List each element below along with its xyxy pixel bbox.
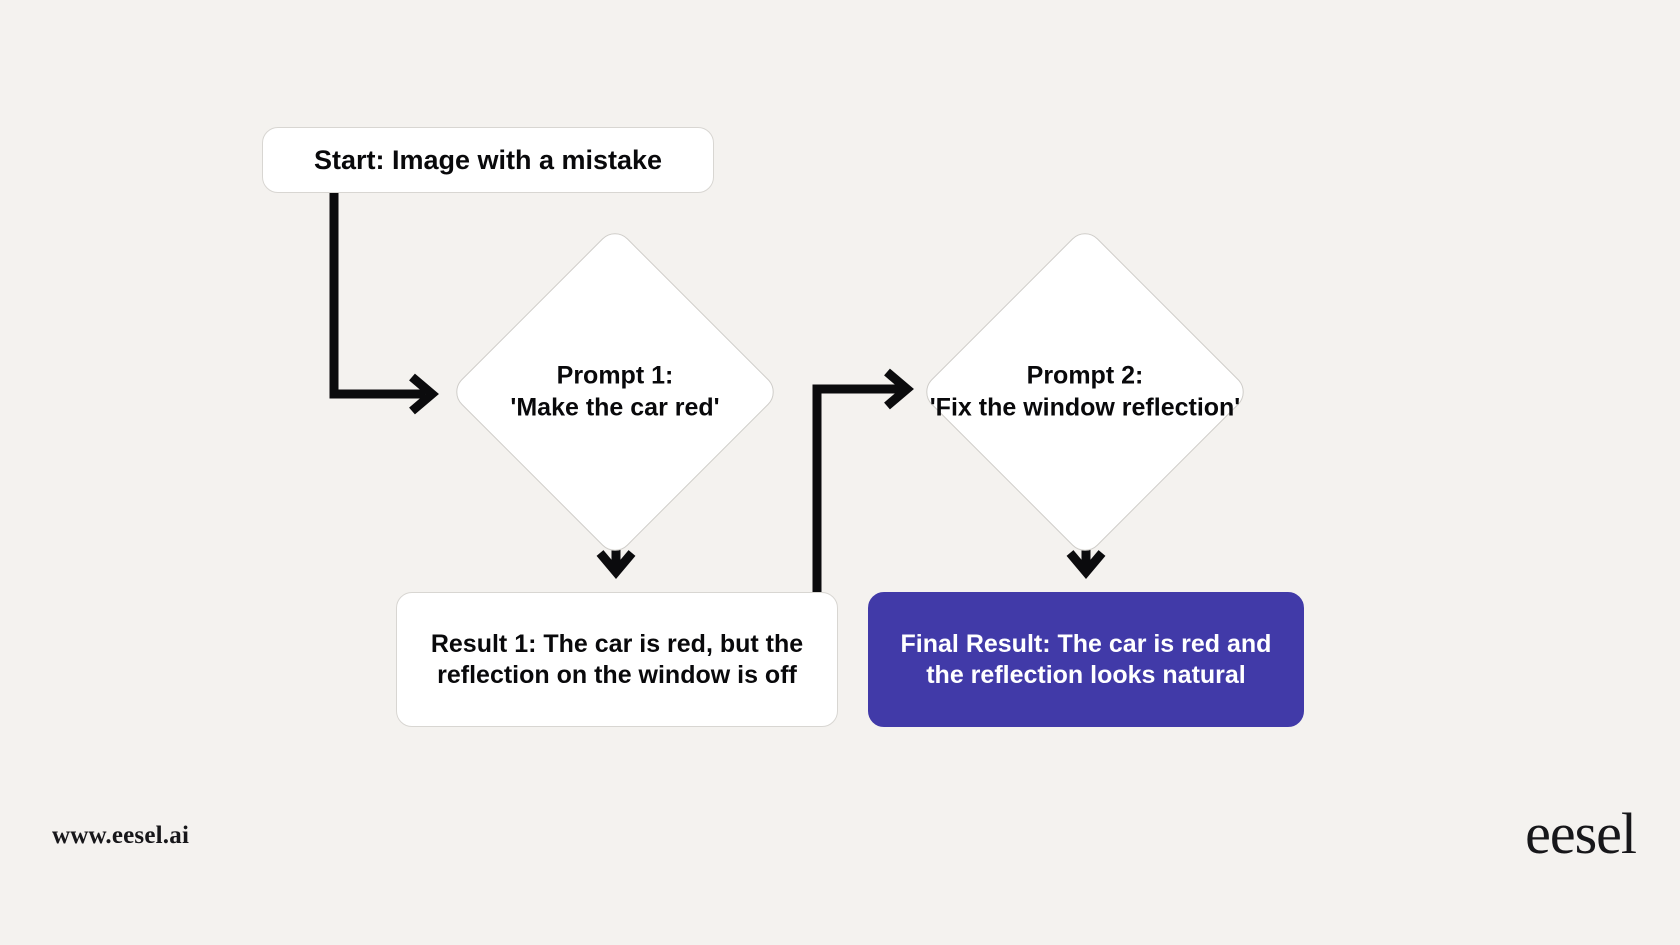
node-start[interactable]: Start: Image with a mistake (262, 127, 714, 193)
brand-logo: eesel (1525, 801, 1637, 866)
node-prompt1[interactable]: Prompt 1: 'Make the car red' (448, 225, 782, 559)
node-result1[interactable]: Result 1: The car is red, but the reflec… (396, 592, 838, 727)
diamond-shape-prompt2 (918, 225, 1252, 559)
arrowhead-down-1 (596, 550, 636, 579)
diamond-shape-prompt1 (448, 225, 782, 559)
arrowhead-down-2 (1066, 550, 1106, 579)
node-final-result[interactable]: Final Result: The car is red and the ref… (868, 592, 1304, 727)
arrowhead-right-2 (884, 368, 914, 410)
edge-result1-to-prompt2 (812, 384, 900, 592)
edge-start-to-prompt1 (329, 193, 425, 399)
node-prompt2[interactable]: Prompt 2: 'Fix the window reflection' (918, 225, 1252, 559)
arrowhead-right-1 (409, 373, 439, 415)
footer-url[interactable]: www.eesel.ai (52, 822, 190, 849)
